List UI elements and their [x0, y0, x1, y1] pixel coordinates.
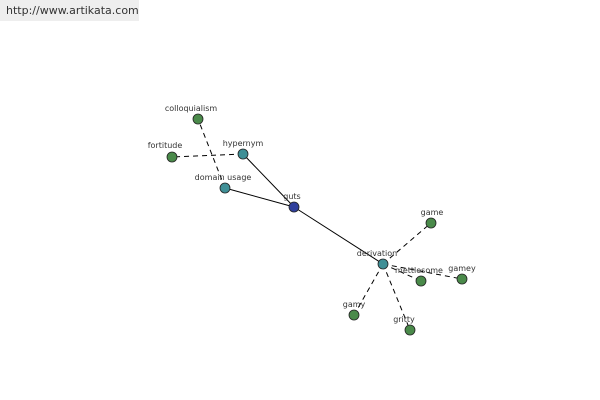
node-label-mettlesome: mettlesome: [395, 266, 443, 275]
node-label-gritty: gritty: [393, 315, 415, 324]
edge-derivation-mettlesome: [382, 263, 422, 282]
node-label-guts: guts: [283, 192, 300, 201]
edge-hypernym-fortitude: [171, 153, 244, 158]
edge-guts-derivation: [293, 206, 384, 265]
node-guts[interactable]: [288, 201, 300, 213]
edge-derivation-gritty: [382, 263, 411, 331]
node-hypernym[interactable]: [237, 148, 249, 160]
node-gritty[interactable]: [404, 324, 416, 336]
node-mettlesome[interactable]: [415, 275, 427, 287]
source-url-link[interactable]: http://www.artikata.com: [0, 0, 139, 21]
node-game[interactable]: [425, 217, 437, 229]
edge-derivation-gamy: [353, 263, 384, 316]
node-label-hypernym: hypernym: [223, 139, 264, 148]
edge-domain-usage-colloquialism: [197, 118, 226, 189]
node-colloquialism[interactable]: [192, 113, 204, 125]
node-label-domain-usage: domain usage: [195, 173, 252, 182]
edge-derivation-gamey: [382, 263, 463, 280]
node-fortitude[interactable]: [166, 151, 178, 163]
node-gamy[interactable]: [348, 309, 360, 321]
edge-guts-domain-usage: [224, 187, 295, 208]
node-domain-usage[interactable]: [219, 182, 231, 194]
node-label-fortitude: fortitude: [148, 141, 183, 150]
node-label-colloquialism: colloquialism: [165, 104, 218, 113]
node-label-gamey: gamey: [448, 264, 476, 273]
node-label-gamy: gamy: [343, 300, 366, 309]
node-label-game: game: [421, 208, 444, 217]
node-gamey[interactable]: [456, 273, 468, 285]
edge-guts-hypernym: [242, 153, 295, 208]
node-derivation[interactable]: [377, 258, 389, 270]
edge-derivation-game: [382, 222, 432, 265]
node-label-derivation: derivation: [357, 249, 397, 258]
